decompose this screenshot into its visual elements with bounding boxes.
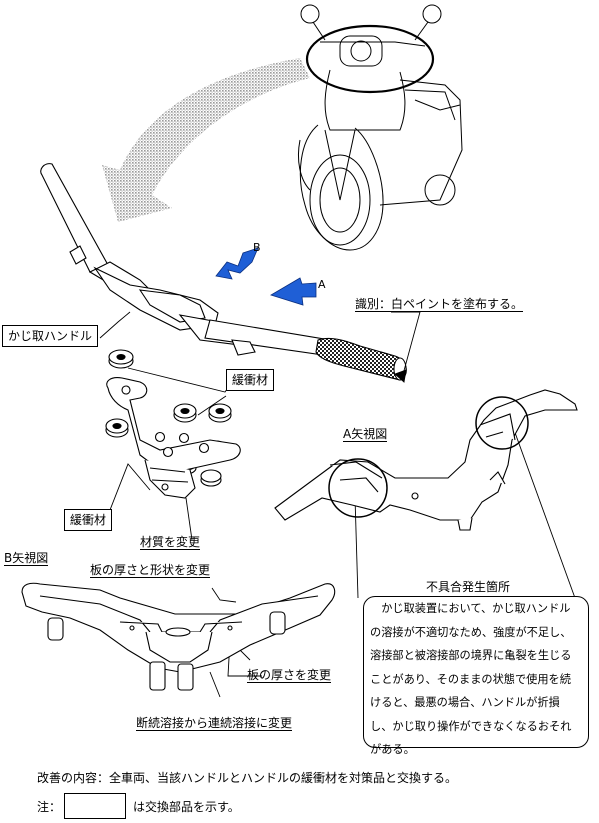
handlebar-drawing: [40, 163, 331, 357]
defect-title: 不具合発生箇所: [426, 580, 511, 594]
thickness-label: 板の厚さを変更: [247, 668, 332, 683]
legend-swatch-box: [64, 793, 126, 819]
view-a-title: A矢視図: [343, 427, 388, 442]
view-a-highlight-left: [328, 458, 388, 518]
handlebar-grip: [315, 337, 407, 381]
identification-label: 識別：白ペイントを塗布する。: [355, 297, 524, 312]
view-a-drawing: [274, 389, 578, 531]
arrow-a-label: A: [318, 278, 326, 291]
legend-suffix: は交換部品を示す。: [133, 800, 240, 814]
defect-line: けると、最悪の場合、ハンドルが折損: [370, 696, 560, 709]
defect-line: かじ取装置において、かじ取ハンドル: [370, 602, 571, 615]
cushion-top-label: 緩衝材: [226, 369, 275, 391]
motorcycle-illustration: [297, 4, 463, 251]
cushion-left-label: 緩衝材: [64, 509, 113, 531]
defect-line: し、かじ取り操作ができなくなるおそれ: [370, 719, 572, 733]
legend-prefix: 注：: [37, 800, 62, 814]
view-a-highlight-right: [475, 396, 529, 450]
defect-line: 溶接部と被溶接部の境界に亀裂を生じる: [370, 649, 572, 662]
view-b-title: B矢視図: [4, 551, 49, 566]
defect-description-box: かじ取装置において、かじ取ハンドル の溶接が不適切なため、強度が不足し、 溶接部…: [363, 596, 589, 756]
arrow-b-icon: [215, 247, 259, 280]
bike-handlebar-highlight: [305, 24, 435, 94]
handlebar-label: かじ取ハンドル: [2, 325, 99, 347]
improvement-text: 改善の内容：全車両、当該ハンドルとハンドルの緩衝材を対策品と交換する。: [37, 771, 458, 785]
gray-curved-arrow: [102, 58, 310, 222]
steering-bracket: [106, 377, 241, 499]
arrow-a-icon: [270, 277, 317, 306]
defect-line: がある。: [370, 743, 415, 756]
welding-label: 断続溶接から連続溶接に変更: [136, 716, 293, 731]
material-change-label: 材質を変更: [140, 535, 201, 550]
defect-line: の溶接が不適切なため、強度が不足し、: [370, 625, 572, 639]
thickness-shape-label: 板の厚さと形状を変更: [90, 563, 211, 578]
view-b-drawing: [21, 582, 336, 691]
arrow-b-label: B: [253, 241, 261, 254]
defect-line: ことがあり、そのままの状態で使用を続: [370, 672, 571, 686]
